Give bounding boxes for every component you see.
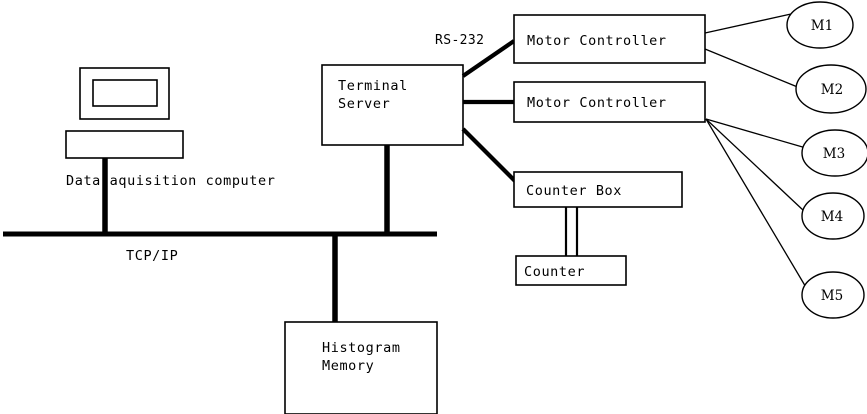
motor-controller-1[interactable]: Motor Controller xyxy=(513,14,706,64)
motor-controller-2-box xyxy=(513,81,706,123)
tcpip-bus-label: TCP/IP xyxy=(126,248,178,264)
motor-m4-ellipse xyxy=(801,192,865,240)
link-terminal-to-motor-controller-1 xyxy=(461,39,516,78)
motor-m1-ellipse xyxy=(786,1,854,49)
link-terminal-to-counter-box xyxy=(461,127,518,184)
motor-m4-label: M4 xyxy=(821,209,843,225)
rs232-label: RS-232 xyxy=(435,33,484,48)
motor-m1[interactable]: M1 xyxy=(786,1,854,49)
motor-m5[interactable]: M5 xyxy=(801,271,865,319)
motor-m5-ellipse xyxy=(801,271,865,319)
terminal-server[interactable]: Terminal Server xyxy=(321,64,464,234)
counter-box-label: Counter Box xyxy=(526,183,622,199)
histogram-memory[interactable]: Histogram Memory xyxy=(284,234,438,414)
counter-box[interactable]: Counter Box xyxy=(513,171,683,208)
motor-controller-2[interactable]: Motor Controller xyxy=(513,81,706,123)
histogram-memory-label-line1: Histogram xyxy=(322,340,401,356)
computer-base-icon xyxy=(65,130,184,159)
motor-m2-ellipse xyxy=(795,64,867,114)
terminal-server-label-line1: Terminal xyxy=(338,78,408,94)
data-acquisition-computer-label: Data aquisition computer xyxy=(66,173,275,189)
motor-m2[interactable]: M2 xyxy=(795,64,867,114)
counter[interactable]: Counter xyxy=(515,255,627,286)
motor-m3-label: M3 xyxy=(823,146,845,162)
motor-m2-label: M2 xyxy=(821,82,843,98)
motor-links-group xyxy=(704,13,808,290)
tcpip-bus-group: TCP/IP xyxy=(3,231,437,264)
data-acquisition-computer[interactable]: Data aquisition computer xyxy=(65,67,275,234)
terminal-server-box xyxy=(321,64,464,146)
monitor-screen-icon xyxy=(92,79,158,107)
motor-controller-2-label: Motor Controller xyxy=(527,95,667,111)
motor-m3-ellipse xyxy=(801,129,867,177)
counter-rect xyxy=(515,255,627,286)
link-controller1-to-m1 xyxy=(704,13,792,34)
link-controller2-to-m4 xyxy=(705,118,805,212)
motor-m1-label: M1 xyxy=(811,18,833,34)
motor-controller-1-box xyxy=(513,14,706,64)
rs232-links-group: RS-232 xyxy=(435,33,518,184)
counter-box-rect xyxy=(513,171,683,208)
link-controller1-to-m2 xyxy=(704,48,801,89)
terminal-server-label-line2: Server xyxy=(338,96,390,112)
link-controller2-to-m3 xyxy=(705,118,807,149)
motors-group: M1 M2 M3 M4 M5 xyxy=(786,1,867,319)
motor-m5-label: M5 xyxy=(821,288,843,304)
motor-controller-1-label: Motor Controller xyxy=(527,33,667,49)
motor-m3[interactable]: M3 xyxy=(801,129,867,177)
link-controller2-to-m5 xyxy=(705,118,808,290)
histogram-memory-box xyxy=(284,321,438,414)
motor-m4[interactable]: M4 xyxy=(801,192,865,240)
counter-label: Counter xyxy=(524,264,585,280)
histogram-memory-label-line2: Memory xyxy=(322,358,374,374)
counter-ribbon-group xyxy=(564,207,579,257)
